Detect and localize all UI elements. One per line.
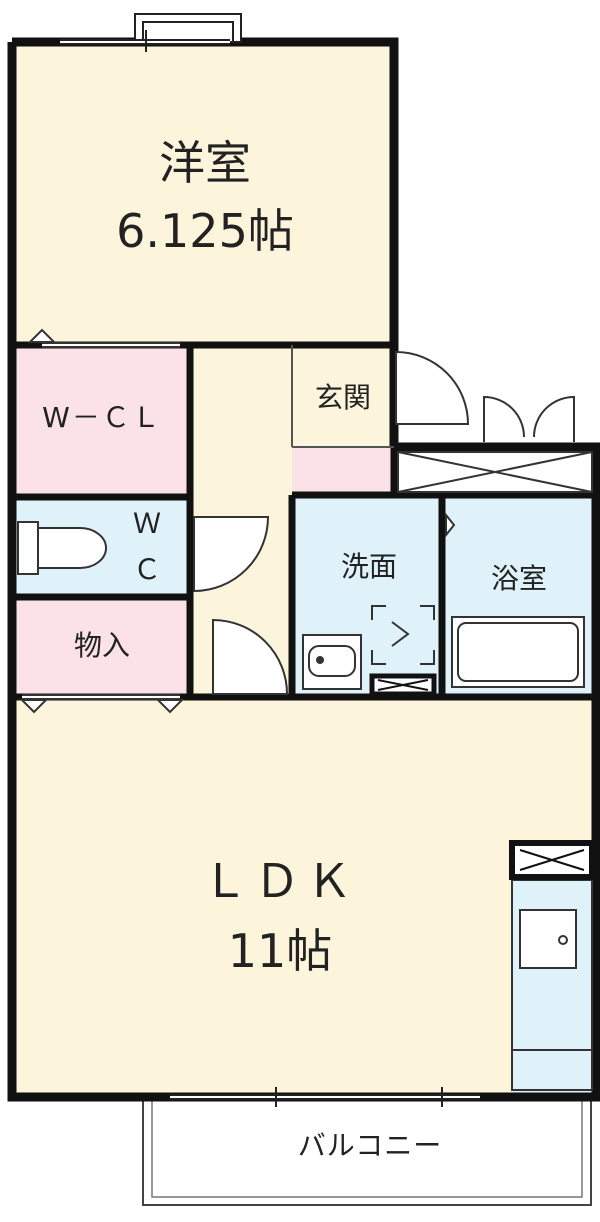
bathroom-label: 浴室 xyxy=(490,562,547,595)
toilet-icon xyxy=(17,521,107,575)
balcony-area xyxy=(142,1096,592,1206)
storage-door-marks xyxy=(19,694,185,714)
walk-in-closet-floor xyxy=(12,345,190,497)
kitchen-sink-icon xyxy=(519,909,577,969)
top-window xyxy=(60,13,242,52)
entrance-floor xyxy=(292,345,394,447)
storage-floor xyxy=(12,597,190,697)
balcony-window xyxy=(170,1087,480,1107)
range-hood-icon xyxy=(509,840,595,880)
meter-box xyxy=(397,395,593,493)
washroom-label: 洗面 xyxy=(340,550,397,583)
ldk-size: 11帖 xyxy=(227,924,333,978)
storage-label: 物入 xyxy=(73,629,130,662)
walk-in-closet-label: W－ＣＬ xyxy=(42,401,162,434)
ldk-label: ＬＤＫ xyxy=(202,854,358,908)
kitchen-floor xyxy=(512,875,592,1095)
washing-machine-icon xyxy=(371,605,435,665)
bathtub-icon xyxy=(451,616,585,688)
washbasin-icon xyxy=(302,634,362,690)
ldk-floor xyxy=(12,697,592,1095)
toilet-label-c: Ｃ xyxy=(132,553,161,586)
toilet-label-w: Ｗ xyxy=(132,507,161,540)
western-room-size: 6.125帖 xyxy=(116,204,294,258)
entrance-door xyxy=(395,350,470,425)
entrance-label: 玄関 xyxy=(314,381,371,414)
balcony-label: バルコニー xyxy=(297,1129,443,1162)
closet-door-marks xyxy=(27,328,180,348)
western-room-label: 洋室 xyxy=(159,136,251,190)
bathroom-door-mark xyxy=(445,512,456,538)
hallway-doors xyxy=(193,516,289,695)
entrance-step-floor xyxy=(292,447,394,495)
western-room-floor xyxy=(12,42,394,345)
washroom-vent xyxy=(369,673,437,697)
